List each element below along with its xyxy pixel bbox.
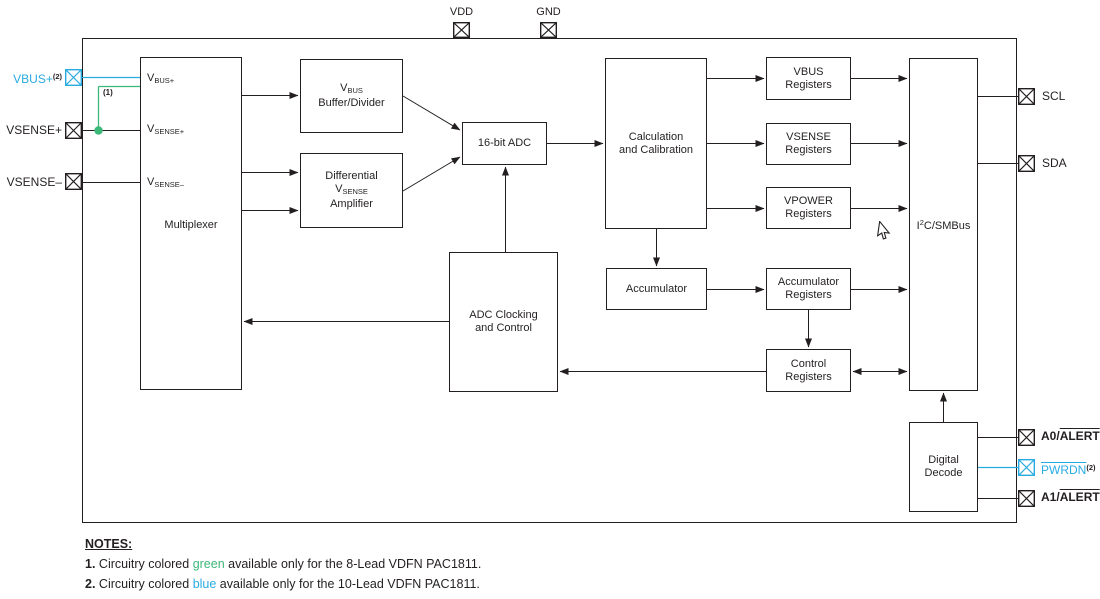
block-label: I2C/SMBus <box>916 218 971 232</box>
block-label: Differential <box>325 170 378 182</box>
block-label: Amplifier <box>330 198 373 210</box>
block-i2c-smbus: I2C/SMBus <box>909 58 978 391</box>
block-label: Accumulator <box>777 276 840 288</box>
block-label: Calculation <box>628 130 684 143</box>
block-label: Registers <box>785 208 832 220</box>
pin-label-vsense-plus: VSENSE+ <box>6 123 62 137</box>
block-label: and Calibration <box>619 143 693 156</box>
green-wire-note-ref: (1) <box>103 88 113 97</box>
block-label: Digital <box>928 454 959 466</box>
block-label: Registers <box>785 370 832 383</box>
block-vpower-registers: VPOWER Registers <box>766 187 851 229</box>
block-label: ADC Clocking <box>469 309 538 321</box>
block-accumulator: Accumulator <box>606 268 707 310</box>
vdd-pad-icon <box>453 22 470 38</box>
vbus-note-superscript: (2) <box>52 72 62 81</box>
sda-pad-icon <box>1018 155 1035 172</box>
pwrdn-note-superscript: (2) <box>1086 463 1096 472</box>
block-label: Accumulator <box>625 282 688 295</box>
note-1: 1. Circuitry colored green available onl… <box>85 557 482 571</box>
block-accumulator-registers: Accumulator Registers <box>766 268 851 310</box>
block-label: Decode <box>924 467 963 479</box>
block-digital-decode: Digital Decode <box>909 422 978 512</box>
vbus-pad-icon <box>65 69 82 86</box>
block-control-registers: Control Registers <box>766 349 851 392</box>
mux-input-vbus: VBUS+ <box>147 72 175 85</box>
block-label: Control <box>790 357 827 370</box>
block-multiplexer: VBUS+ VSENSE+ VSENSE– Multiplexer <box>140 57 242 390</box>
pin-label-a1-alert: A1/ALERT <box>1041 490 1100 504</box>
block-vbus-buffer-divider: VBUS Buffer/Divider <box>300 59 403 133</box>
notes-heading: NOTES: <box>85 537 133 551</box>
block-label: 16-bit ADC <box>477 137 532 149</box>
block-label: Registers <box>785 78 832 91</box>
block-adc-clocking-control: ADC Clocking and Control <box>449 252 558 392</box>
pin-label-vdd: VDD <box>449 6 474 18</box>
block-label: VSENSE <box>335 183 368 196</box>
pin-label-gnd: GND <box>536 6 561 18</box>
block-label: Registers <box>785 144 832 156</box>
pin-label-pwrdn: PWRDN(2) <box>1041 463 1096 477</box>
block-label: and Control <box>475 322 532 334</box>
pin-label-vbus-plus: VBUS+(2) <box>13 72 62 86</box>
block-label: Registers <box>785 289 832 301</box>
pin-label-scl: SCL <box>1042 89 1066 103</box>
block-differential-vsense-amplifier: Differential VSENSE Amplifier <box>300 153 403 228</box>
vsense-plus-pad-icon <box>65 122 82 139</box>
note-1-color-word: green <box>192 557 225 571</box>
pin-label-a0-alert: A0/ALERT <box>1041 429 1100 443</box>
mux-input-vsense-minus: VSENSE– <box>147 176 184 189</box>
block-label: VPOWER <box>784 195 833 207</box>
pin-label-sda: SDA <box>1042 156 1067 170</box>
pin-label-vsense-minus: VSENSE– <box>6 175 62 189</box>
mux-input-vsense-plus: VSENSE+ <box>147 123 185 136</box>
gnd-pad-icon <box>540 22 557 38</box>
block-16bit-adc: 16-bit ADC <box>462 122 547 165</box>
block-vbus-registers: VBUS Registers <box>766 57 851 100</box>
block-calculation-calibration: Calculation and Calibration <box>605 58 707 229</box>
note-2-color-word: blue <box>192 577 217 591</box>
block-label: VBUS <box>340 82 363 95</box>
a1-alert-pad-icon <box>1018 490 1035 507</box>
note-2: 2. Circuitry colored blue available only… <box>85 577 480 591</box>
block-label: VSENSE <box>786 131 831 143</box>
block-label: Multiplexer <box>164 219 218 231</box>
mouse-cursor <box>877 221 891 240</box>
scl-pad-icon <box>1018 88 1035 105</box>
vsense-minus-pad-icon <box>65 173 82 190</box>
block-label: VBUS <box>793 65 824 78</box>
block-vsense-registers: VSENSE Registers <box>766 123 851 165</box>
a0-alert-pad-icon <box>1018 429 1035 446</box>
pwrdn-pad-icon <box>1018 459 1035 476</box>
block-label: Buffer/Divider <box>318 97 385 109</box>
